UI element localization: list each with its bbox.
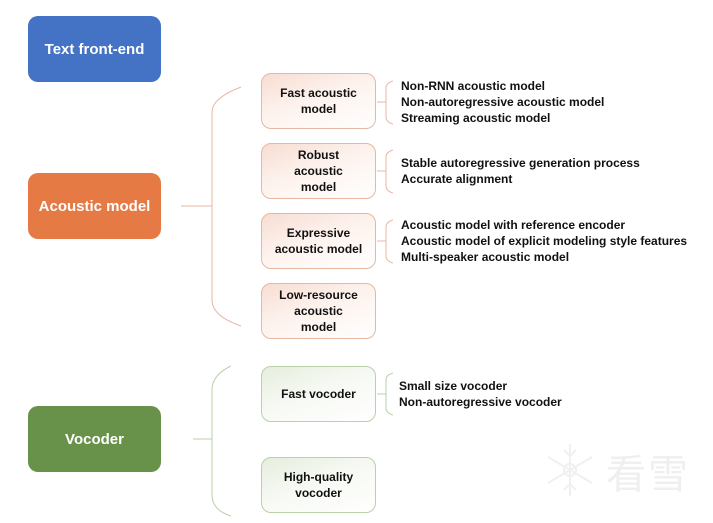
vocoder-box: Vocoder xyxy=(28,406,161,472)
detail-item: Non-autoregressive vocoder xyxy=(399,395,562,409)
robust-acoustic-details: Stable autoregressive generation process… xyxy=(401,155,640,187)
fast-acoustic-bracket xyxy=(385,80,394,125)
robust-acoustic-model-box: Robust acoustic model xyxy=(261,143,376,199)
fast-acoustic-details: Non-RNN acoustic model Non-autoregressiv… xyxy=(401,78,604,126)
sub-box-label: Low-resource acoustic model xyxy=(279,288,358,334)
detail-item: Acoustic model of explicit modeling styl… xyxy=(401,234,688,248)
fast-vocoder-bracket xyxy=(385,372,394,416)
expressive-acoustic-model-box: Expressive acoustic model xyxy=(261,213,376,269)
detail-item: Stable autoregressive generation process xyxy=(401,156,640,170)
detail-item: Non-RNN acoustic model xyxy=(401,79,546,93)
vocoder-bracket xyxy=(211,365,232,517)
sub-box-label: High-quality vocoder xyxy=(283,470,354,500)
acoustic-model-box: Acoustic model xyxy=(28,173,161,239)
text-frontend-box: Text front-end xyxy=(28,16,161,82)
snowflake-icon xyxy=(547,444,593,496)
expressive-acoustic-details: Acoustic model with reference encoder Ac… xyxy=(401,217,687,265)
watermark-text: 看雪 xyxy=(606,452,690,498)
fast-vocoder-details: Small size vocoder Non-autoregressive vo… xyxy=(399,378,562,410)
detail-item: Non-autoregressive acoustic model xyxy=(401,95,605,109)
acoustic-model-label: Acoustic model xyxy=(38,197,151,215)
vocoder-label: Vocoder xyxy=(65,430,124,448)
sub-box-label: Expressive acoustic model xyxy=(274,226,363,256)
robust-acoustic-bracket xyxy=(385,149,394,194)
detail-item: Multi-speaker acoustic model xyxy=(401,250,570,264)
text-frontend-label: Text front-end xyxy=(44,40,145,58)
fast-vocoder-box: Fast vocoder xyxy=(261,366,376,422)
expressive-acoustic-bracket xyxy=(385,219,394,264)
high-quality-vocoder-box: High-quality vocoder xyxy=(261,457,376,513)
fast-acoustic-model-box: Fast acoustic model xyxy=(261,73,376,129)
detail-item: Acoustic model with reference encoder xyxy=(401,218,626,232)
sub-box-label: Fast acoustic model xyxy=(280,86,357,116)
detail-item: Accurate alignment xyxy=(401,172,513,186)
sub-box-label: Fast vocoder xyxy=(281,387,356,401)
low-resource-acoustic-model-box: Low-resource acoustic model xyxy=(261,283,376,339)
sub-box-label: Robust acoustic model xyxy=(294,148,343,194)
detail-item: Small size vocoder xyxy=(399,379,508,393)
acoustic-bracket xyxy=(211,86,242,327)
detail-item: Streaming acoustic model xyxy=(401,111,551,125)
